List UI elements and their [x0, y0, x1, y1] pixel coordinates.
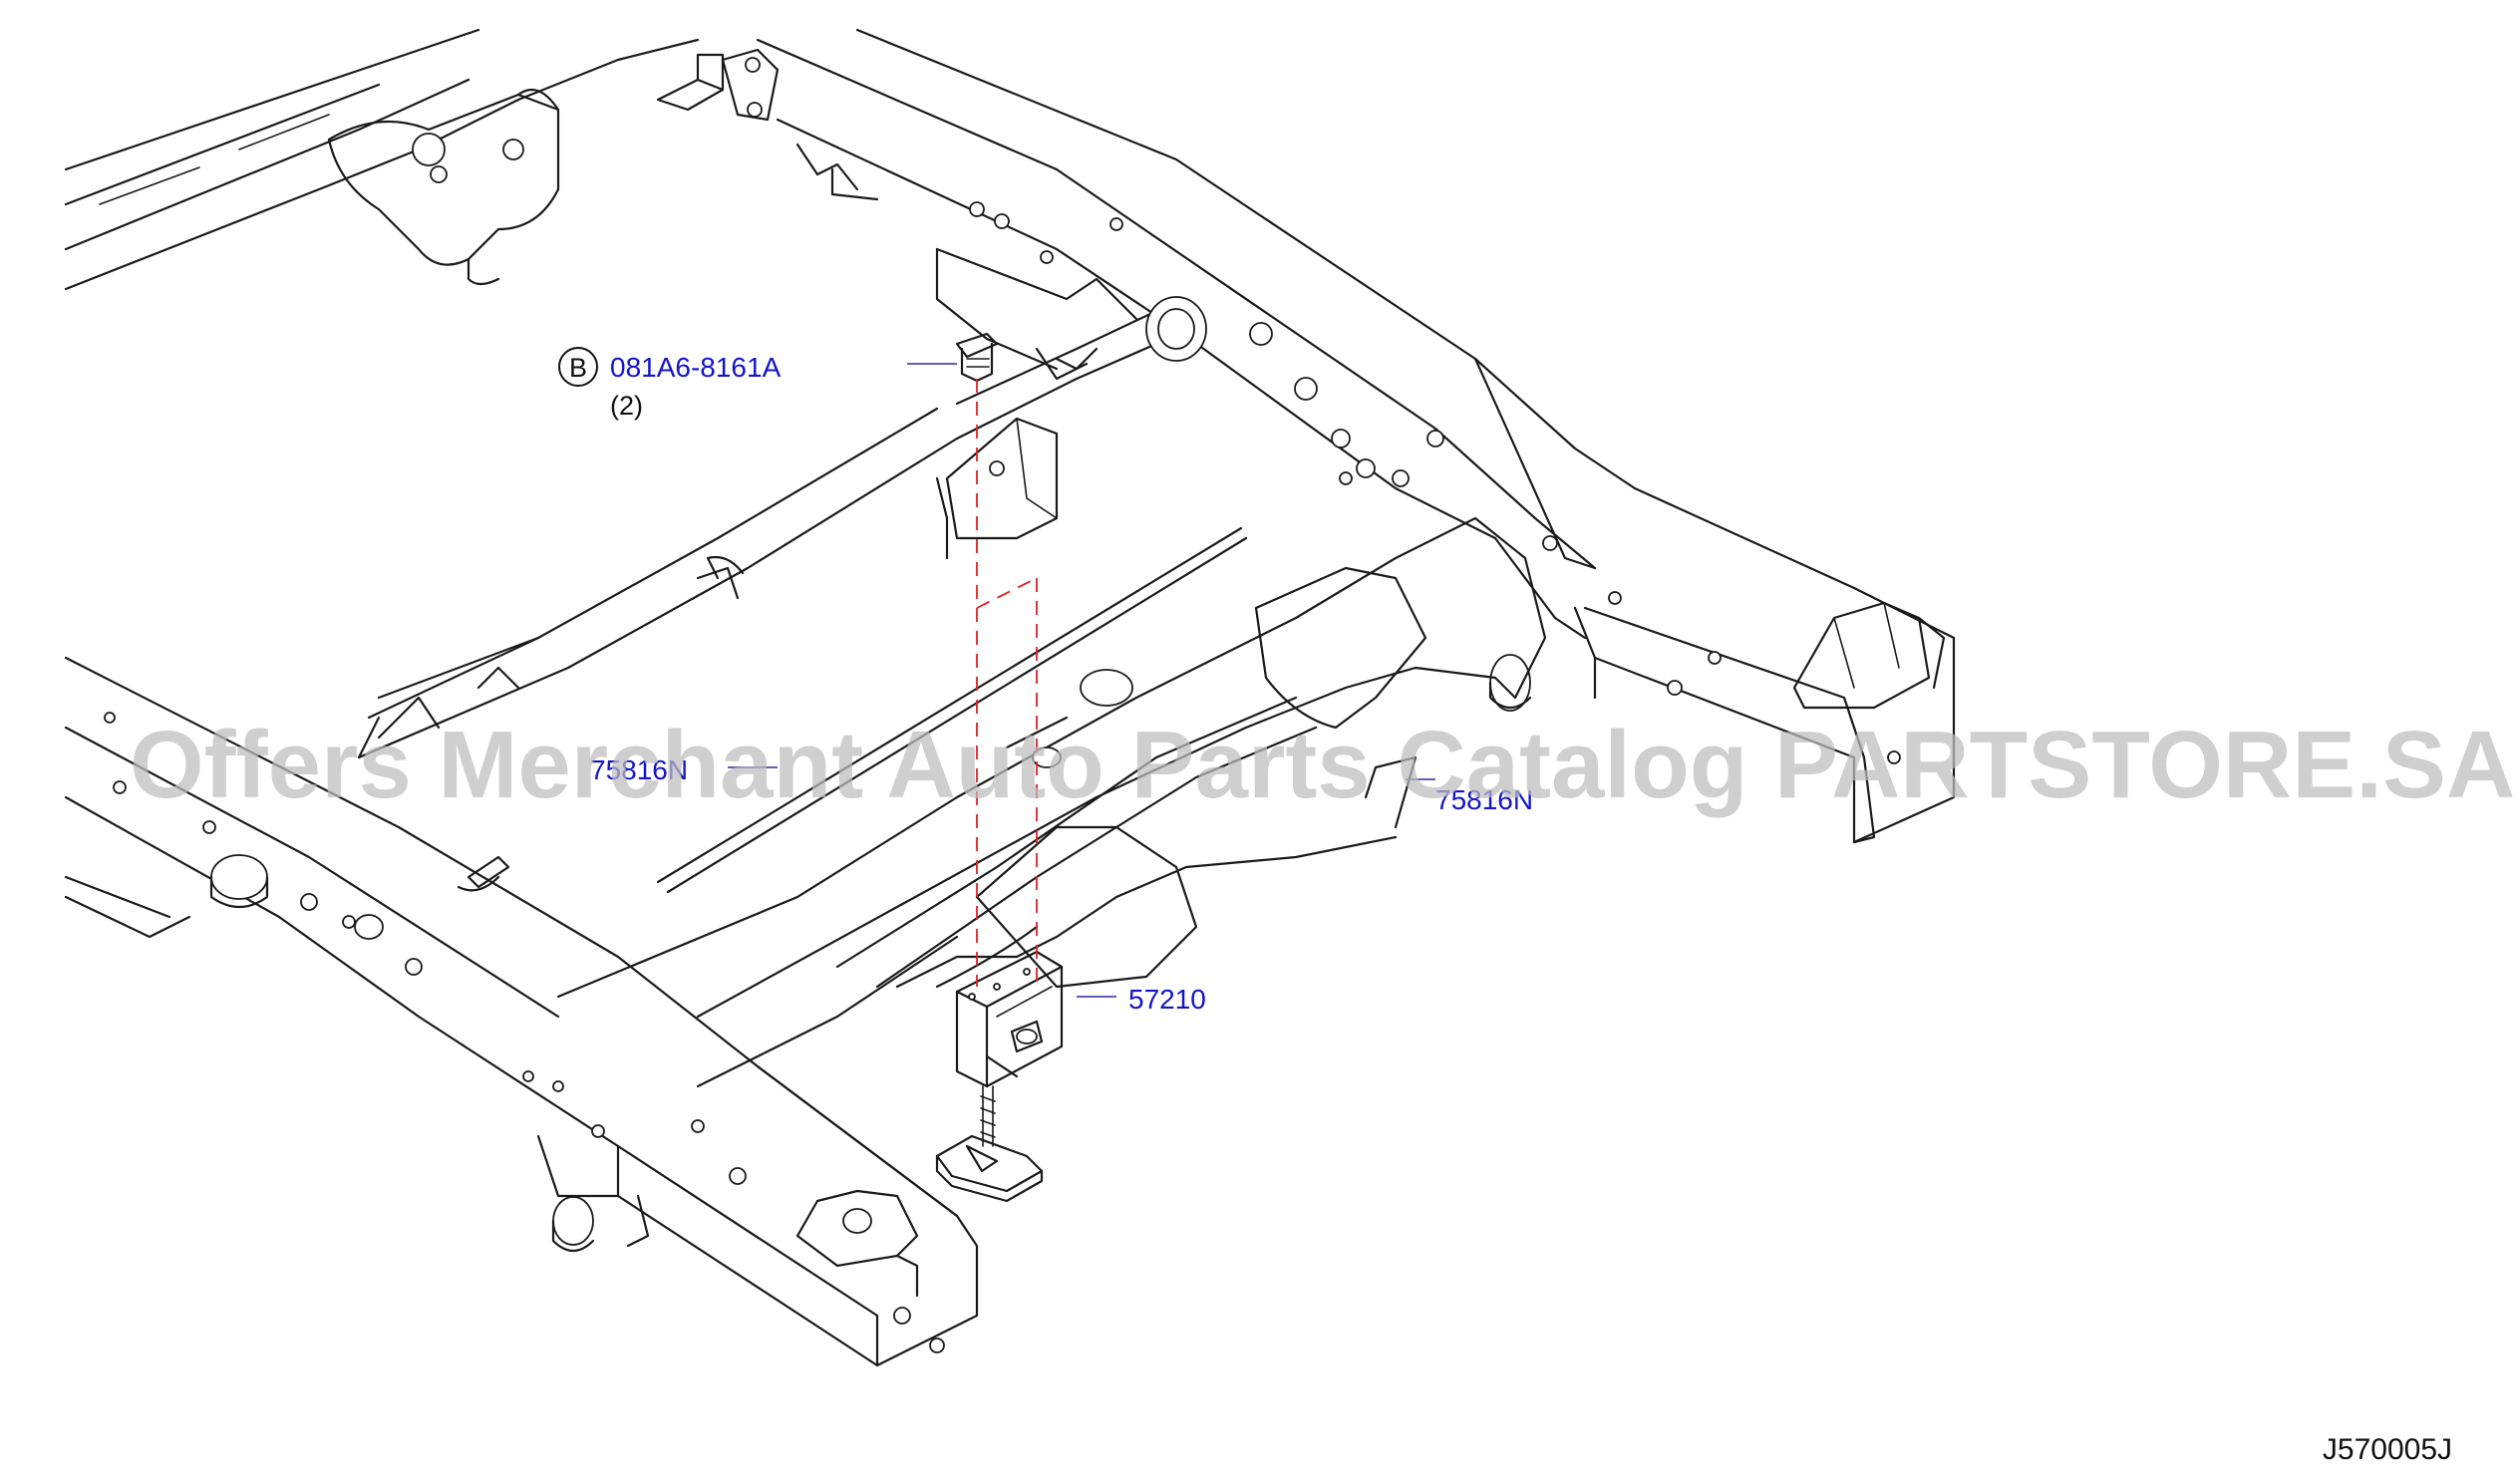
reference-letter-b: B — [569, 353, 587, 383]
callout-081a6-8161a[interactable]: 081A6-8161A — [610, 352, 782, 383]
callout-75816n-right[interactable]: 75816N — [1435, 784, 1533, 815]
callout-b-circle: B — [558, 347, 598, 387]
leader-lines — [728, 363, 1435, 998]
installation-guides — [976, 379, 1038, 987]
callout-quantity: (2) — [610, 391, 643, 421]
left-frame-rail — [64, 566, 979, 1367]
front-frame-section — [64, 28, 780, 291]
diagram-id: J570005J — [2323, 1433, 2452, 1466]
callout-57210[interactable]: 57210 — [1128, 984, 1206, 1015]
center-crossmember — [357, 407, 1547, 1088]
spare-tire-carrier — [935, 950, 1064, 1203]
callout-75816n-left[interactable]: 75816N — [590, 754, 688, 785]
watermark: Offers Merchant Auto Parts Catalog PARTS… — [130, 712, 2515, 818]
right-frame-rail — [756, 28, 1956, 844]
pipe-and-bracket — [935, 247, 1207, 560]
